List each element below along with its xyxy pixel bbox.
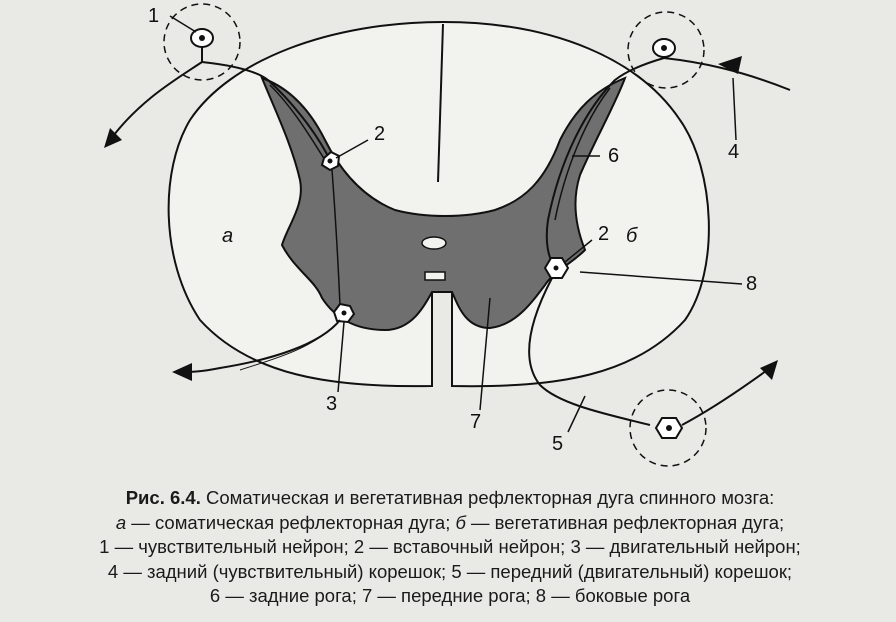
label-1: 1 xyxy=(148,5,159,27)
caption-a-text: — соматическая рефлекторная дуга; xyxy=(126,511,456,533)
sensory-neuron-left-nucleus xyxy=(199,35,205,41)
label-5: 5 xyxy=(552,433,563,455)
sensory-ganglion-left xyxy=(163,3,241,81)
side-label-b: б xyxy=(626,225,638,247)
figure-caption: Рис. 6.4. Соматическая и вегетативная ре… xyxy=(14,486,886,609)
left-central-fiber xyxy=(201,61,331,161)
leader-4 xyxy=(732,77,737,141)
caption-b-text: — вегетативная рефлекторная дуга; xyxy=(465,511,785,533)
label-2-right: 2 xyxy=(598,223,609,245)
right-interneuron-nucleus xyxy=(553,265,559,271)
spinal-cord-diagram: 1 2 2 3 4 5 6 7 8 а б xyxy=(104,3,791,467)
caption-title-rest: Соматическая и вегетативная рефлекторная… xyxy=(200,487,775,508)
caption-a-letter: а xyxy=(115,511,127,533)
leader-3 xyxy=(337,321,345,393)
left-afferent-arrow xyxy=(104,128,122,148)
right-afferent-fiber xyxy=(663,57,791,91)
leader-2-left xyxy=(335,139,369,159)
sensory-ganglion-right xyxy=(627,11,705,89)
right-central-fiber-2 xyxy=(554,87,611,221)
side-label-a: а xyxy=(222,225,233,247)
label-3: 3 xyxy=(326,393,337,415)
median-septum xyxy=(437,23,444,183)
right-central-fiber xyxy=(545,57,665,263)
left-efferent-fiber-2 xyxy=(239,324,336,371)
left-interneuron-axon xyxy=(331,169,341,306)
autonomic-ganglion xyxy=(629,389,707,467)
leader-5 xyxy=(567,395,586,433)
caption-line-4: 4 — задний (чувствительный) корешок; 5 —… xyxy=(107,560,793,582)
anterior-fissure xyxy=(424,271,446,281)
caption-title: Рис. 6.4. xyxy=(125,487,201,508)
right-preganglionic-fiber xyxy=(528,277,651,426)
leader-8 xyxy=(579,271,743,285)
caption-b-letter: б xyxy=(455,511,466,533)
label-7: 7 xyxy=(470,411,481,433)
left-motor-neuron-nucleus xyxy=(341,310,347,316)
label-8: 8 xyxy=(746,273,757,295)
central-canal xyxy=(421,236,447,250)
leader-7 xyxy=(479,297,491,411)
autonomic-neuron-nucleus xyxy=(666,425,672,431)
left-efferent-arrow xyxy=(172,363,192,381)
caption-line-3: 1 — чувствительный нейрон; 2 — вставочны… xyxy=(99,536,801,557)
leader-1 xyxy=(169,15,197,33)
label-6: 6 xyxy=(608,145,619,167)
label-4: 4 xyxy=(728,141,739,163)
caption-line-5: 6 — задние рога; 7 — передние рога; 8 — … xyxy=(209,585,691,606)
leader-2-right xyxy=(564,239,593,263)
grey-matter xyxy=(260,76,627,332)
right-efferent-arrow xyxy=(760,360,778,380)
left-afferent-fiber xyxy=(109,47,203,141)
right-afferent-arrow xyxy=(718,56,742,74)
spinal-cord-outline xyxy=(167,20,710,388)
right-postganglionic-fiber xyxy=(681,367,771,426)
left-central-fiber-2 xyxy=(269,84,326,161)
label-2-left: 2 xyxy=(374,123,385,145)
sensory-neuron-right-nucleus xyxy=(661,45,667,51)
caption-line-2: а — соматическая рефлекторная дуга; б — … xyxy=(14,511,886,536)
caption-line-1: Рис. 6.4. Соматическая и вегетативная ре… xyxy=(14,486,886,511)
left-interneuron-nucleus xyxy=(327,158,333,164)
